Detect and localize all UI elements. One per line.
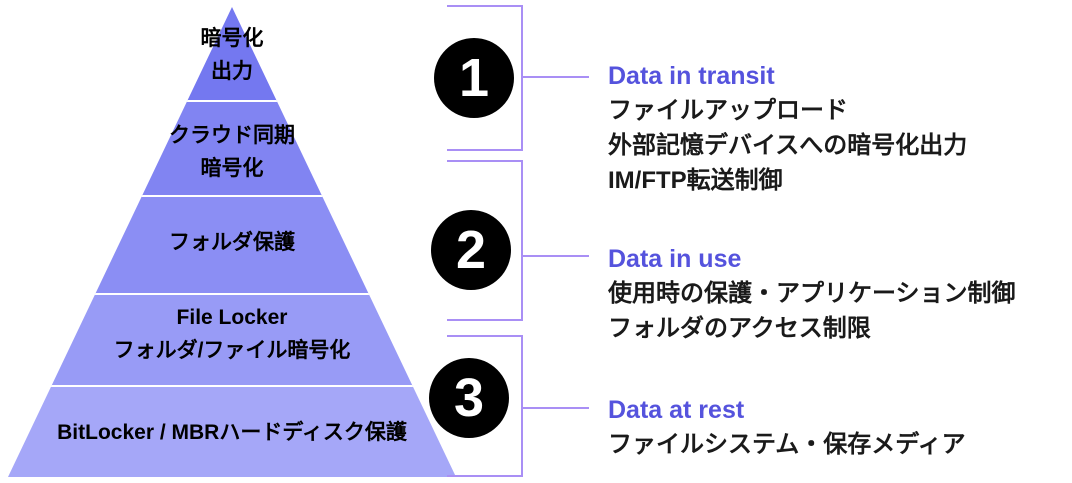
pyramid-level-2-label: クラウド同期 暗号化	[8, 119, 456, 185]
pyramid-level-4-label-line-1: File Locker	[176, 306, 288, 329]
callout-data-at-rest: Data at rest ファイルシステム・保存メディア	[608, 394, 966, 462]
step-1-badge: 1	[434, 38, 514, 118]
callout-3-line-1: ファイルシステム・保存メディア	[608, 431, 966, 458]
bracket-2	[447, 160, 523, 321]
pyramid-level-1-label: 暗号化 出力	[8, 22, 456, 88]
step-3-badge: 3	[429, 358, 509, 438]
pyramid-level-2-label-line-1: クラウド同期	[169, 124, 295, 147]
step-1-number: 1	[458, 48, 490, 108]
bracket-2-connector	[523, 255, 589, 257]
step-2-number: 2	[455, 220, 487, 280]
step-3-number: 3	[453, 368, 485, 428]
callout-1-line-1: ファイルアップロード	[608, 97, 848, 124]
bracket-1	[447, 5, 523, 151]
callout-2-line-2: フォルダのアクセス制限	[608, 315, 871, 342]
pyramid-level-1-label-line-2: 出力	[211, 60, 253, 83]
callout-3-heading: Data at rest	[608, 396, 745, 424]
step-2-badge: 2	[431, 210, 511, 290]
bracket-3-connector	[523, 407, 589, 409]
callout-2-line-1: 使用時の保護・アプリケーション制御	[608, 280, 1016, 307]
bracket-1-connector	[523, 76, 589, 78]
pyramid-level-2-label-line-2: 暗号化	[200, 157, 264, 180]
callout-1-heading: Data in transit	[608, 62, 775, 90]
pyramid-level-4-label: File Locker フォルダ/ファイル暗号化	[8, 301, 456, 367]
callout-1-line-3: IM/FTP転送制御	[608, 167, 783, 194]
bracket-3	[447, 335, 523, 477]
pyramid-level-5-label: BitLocker / MBRハードディスク保護	[8, 416, 456, 449]
callout-data-in-use: Data in use 使用時の保護・アプリケーション制御 フォルダのアクセス制…	[608, 243, 1016, 346]
pyramid-level-4-label-line-2: フォルダ/ファイル暗号化	[113, 339, 351, 362]
callout-2-heading: Data in use	[608, 245, 742, 273]
pyramid-level-1-label-line-1: 暗号化	[200, 27, 264, 50]
callout-1-line-2: 外部記憶デバイスへの暗号化出力	[608, 132, 968, 159]
pyramid-level-3-label: フォルダ保護	[8, 226, 456, 259]
pyramid-level-5-label-line-1: BitLocker / MBRハードディスク保護	[57, 421, 407, 444]
pyramid-level-5	[8, 385, 456, 477]
callout-data-in-transit: Data in transit ファイルアップロード 外部記憶デバイスへの暗号化…	[608, 60, 967, 198]
pyramid-level-3-label-line-1: フォルダ保護	[169, 231, 295, 254]
